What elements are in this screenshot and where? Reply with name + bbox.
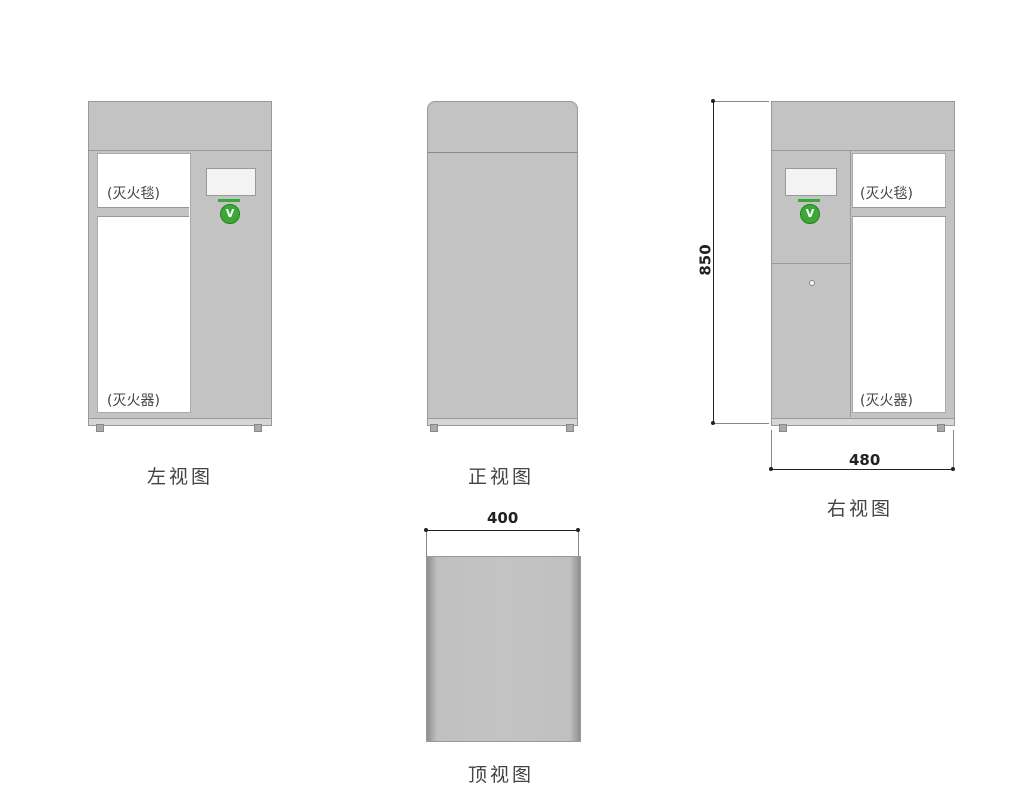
left-view-display-screen xyxy=(206,168,256,196)
right-view-foot xyxy=(779,424,787,432)
right-view-header xyxy=(771,101,955,152)
right-view-logo-strip xyxy=(798,199,820,202)
dimension-tick xyxy=(711,421,715,425)
left-view-header xyxy=(88,101,272,152)
left-view-base xyxy=(88,418,272,426)
right-view-shelf xyxy=(852,207,946,217)
right-view-width-value: 480 xyxy=(849,451,881,469)
left-view-foot xyxy=(254,424,262,432)
front-view-header xyxy=(427,101,578,153)
right-view-width-dimension-line xyxy=(771,469,953,470)
top-view-width-extension-right xyxy=(578,530,579,556)
right-view-base xyxy=(771,418,955,426)
right-view-height-dimension-line xyxy=(713,101,714,424)
right-view-width-extension-right xyxy=(953,430,954,470)
left-blanket-label: (灭火毯) xyxy=(107,186,160,202)
dimension-tick xyxy=(711,99,715,103)
dimension-tick xyxy=(769,467,773,471)
dimension-tick xyxy=(576,528,580,532)
left-view-shelf xyxy=(97,207,189,217)
right-view-door xyxy=(772,264,851,417)
left-extinguisher-label: (灭火器) xyxy=(107,393,160,409)
front-view-base xyxy=(427,418,578,426)
top-view-width-dimension-line xyxy=(426,530,579,531)
front-view-label: 正视图 xyxy=(468,466,535,488)
left-view-logo-icon: V xyxy=(220,204,240,224)
right-extinguisher-label: (灭火器) xyxy=(860,393,913,409)
left-view-open-compartment xyxy=(97,153,191,413)
right-view-foot xyxy=(937,424,945,432)
top-view-label: 顶视图 xyxy=(468,764,535,786)
right-view-height-extension-bottom xyxy=(713,423,769,424)
front-view-foot xyxy=(430,424,438,432)
right-view-open-compartment xyxy=(852,153,946,413)
right-view-logo-icon: V xyxy=(800,204,820,224)
top-view-width-extension-left xyxy=(426,530,427,556)
dimension-tick xyxy=(424,528,428,532)
left-view-logo-strip xyxy=(218,199,240,202)
right-view-height-value: 850 xyxy=(696,244,715,276)
left-view-label: 左视图 xyxy=(147,466,214,488)
right-view-height-extension-top xyxy=(713,101,769,102)
top-view-width-value: 400 xyxy=(487,509,519,527)
left-view-foot xyxy=(96,424,104,432)
right-view-label: 右视图 xyxy=(827,498,894,520)
right-view-width-extension-left xyxy=(771,430,772,470)
front-view-foot xyxy=(566,424,574,432)
right-blanket-label: (灭火毯) xyxy=(860,186,913,202)
dimension-tick xyxy=(951,467,955,471)
right-view-door-handle xyxy=(809,280,815,286)
front-view-body xyxy=(427,152,578,422)
right-view-display-screen xyxy=(785,168,837,196)
top-view-body xyxy=(426,556,581,742)
